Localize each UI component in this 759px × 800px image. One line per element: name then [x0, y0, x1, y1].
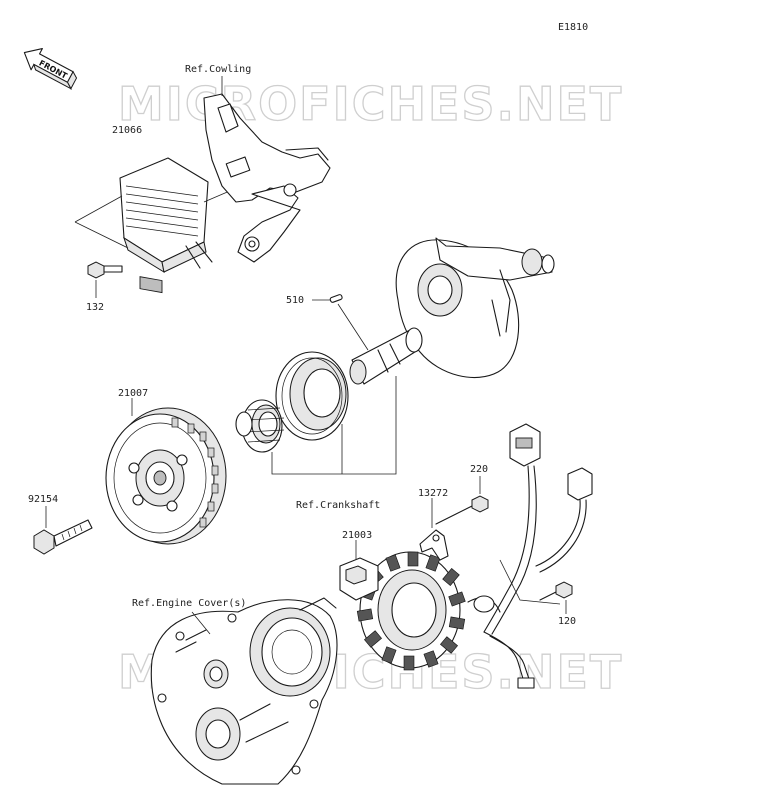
stator	[339, 551, 466, 671]
bolt-92154	[33, 519, 93, 555]
part-21066-label: 21066	[112, 125, 142, 136]
ref-engine-cover-label: Ref.Engine Cover(s)	[132, 598, 246, 609]
wire-clamp	[419, 529, 449, 561]
part-120-label: 120	[558, 616, 576, 627]
needle-bearing	[235, 399, 285, 453]
bolt-132	[87, 261, 123, 279]
crankshaft	[349, 237, 555, 385]
flywheel-rotor	[105, 407, 227, 545]
key-510	[329, 294, 343, 303]
diagram-code: E1810	[558, 22, 588, 33]
watermark-top: MICROFICHES.NET	[118, 77, 623, 131]
part-13272-label: 13272	[418, 488, 448, 499]
part-21007-label: 21007	[118, 388, 148, 399]
bolt-120	[539, 581, 573, 601]
part-132-label: 132	[86, 302, 104, 313]
part-510-label: 510	[286, 295, 304, 306]
cowling-bracket	[203, 93, 331, 263]
part-92154-label: 92154	[28, 494, 58, 505]
part-21003-label: 21003	[342, 530, 372, 541]
regulator-rectifier	[119, 157, 213, 294]
bearing	[275, 351, 349, 441]
wiring-harness	[467, 423, 593, 689]
front-arrow-icon: FRONT	[23, 48, 78, 90]
ref-crankshaft-label: Ref.Crankshaft	[296, 500, 380, 511]
screw-220	[435, 495, 489, 525]
engine-cover	[150, 597, 338, 785]
part-220-label: 220	[470, 464, 488, 475]
ref-cowling-label: Ref.Cowling	[185, 64, 251, 75]
